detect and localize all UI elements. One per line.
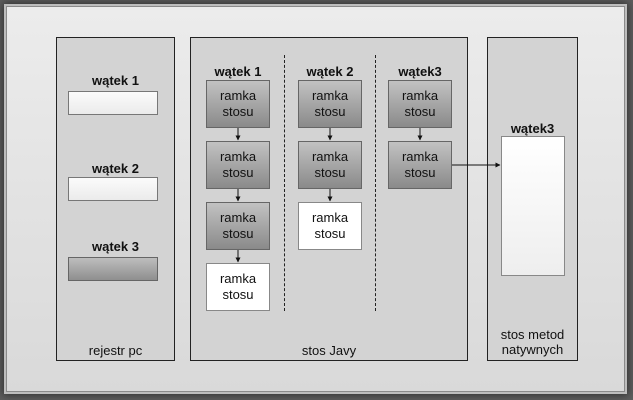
pc-thread1-label: wątek 1	[92, 73, 139, 88]
pc-thread3-label: wątek 3	[92, 239, 139, 254]
pc-register-caption: rejestr pc	[88, 343, 143, 358]
diagram-canvas: wątek 1 wątek 2 wątek 3 rejestr pc wątek…	[6, 6, 625, 392]
java-thread1-label: wątek 1	[214, 64, 262, 79]
pc-thread2-label: wątek 2	[92, 161, 139, 176]
pc-thread3-register	[68, 257, 158, 281]
pc-thread1-register	[68, 91, 158, 115]
java-thread3-label: wątek3	[398, 64, 442, 79]
thread-divider-2	[375, 55, 376, 311]
arrows-layer	[235, 128, 501, 263]
native-thread3-stack	[501, 136, 565, 276]
java-stack-caption: stos Javy	[301, 343, 357, 358]
native-thread3-label: wątek3	[510, 121, 555, 136]
pc-thread2-register	[68, 177, 158, 201]
thread-divider-1	[284, 55, 285, 311]
java-thread2-label: wątek 2	[306, 64, 354, 79]
